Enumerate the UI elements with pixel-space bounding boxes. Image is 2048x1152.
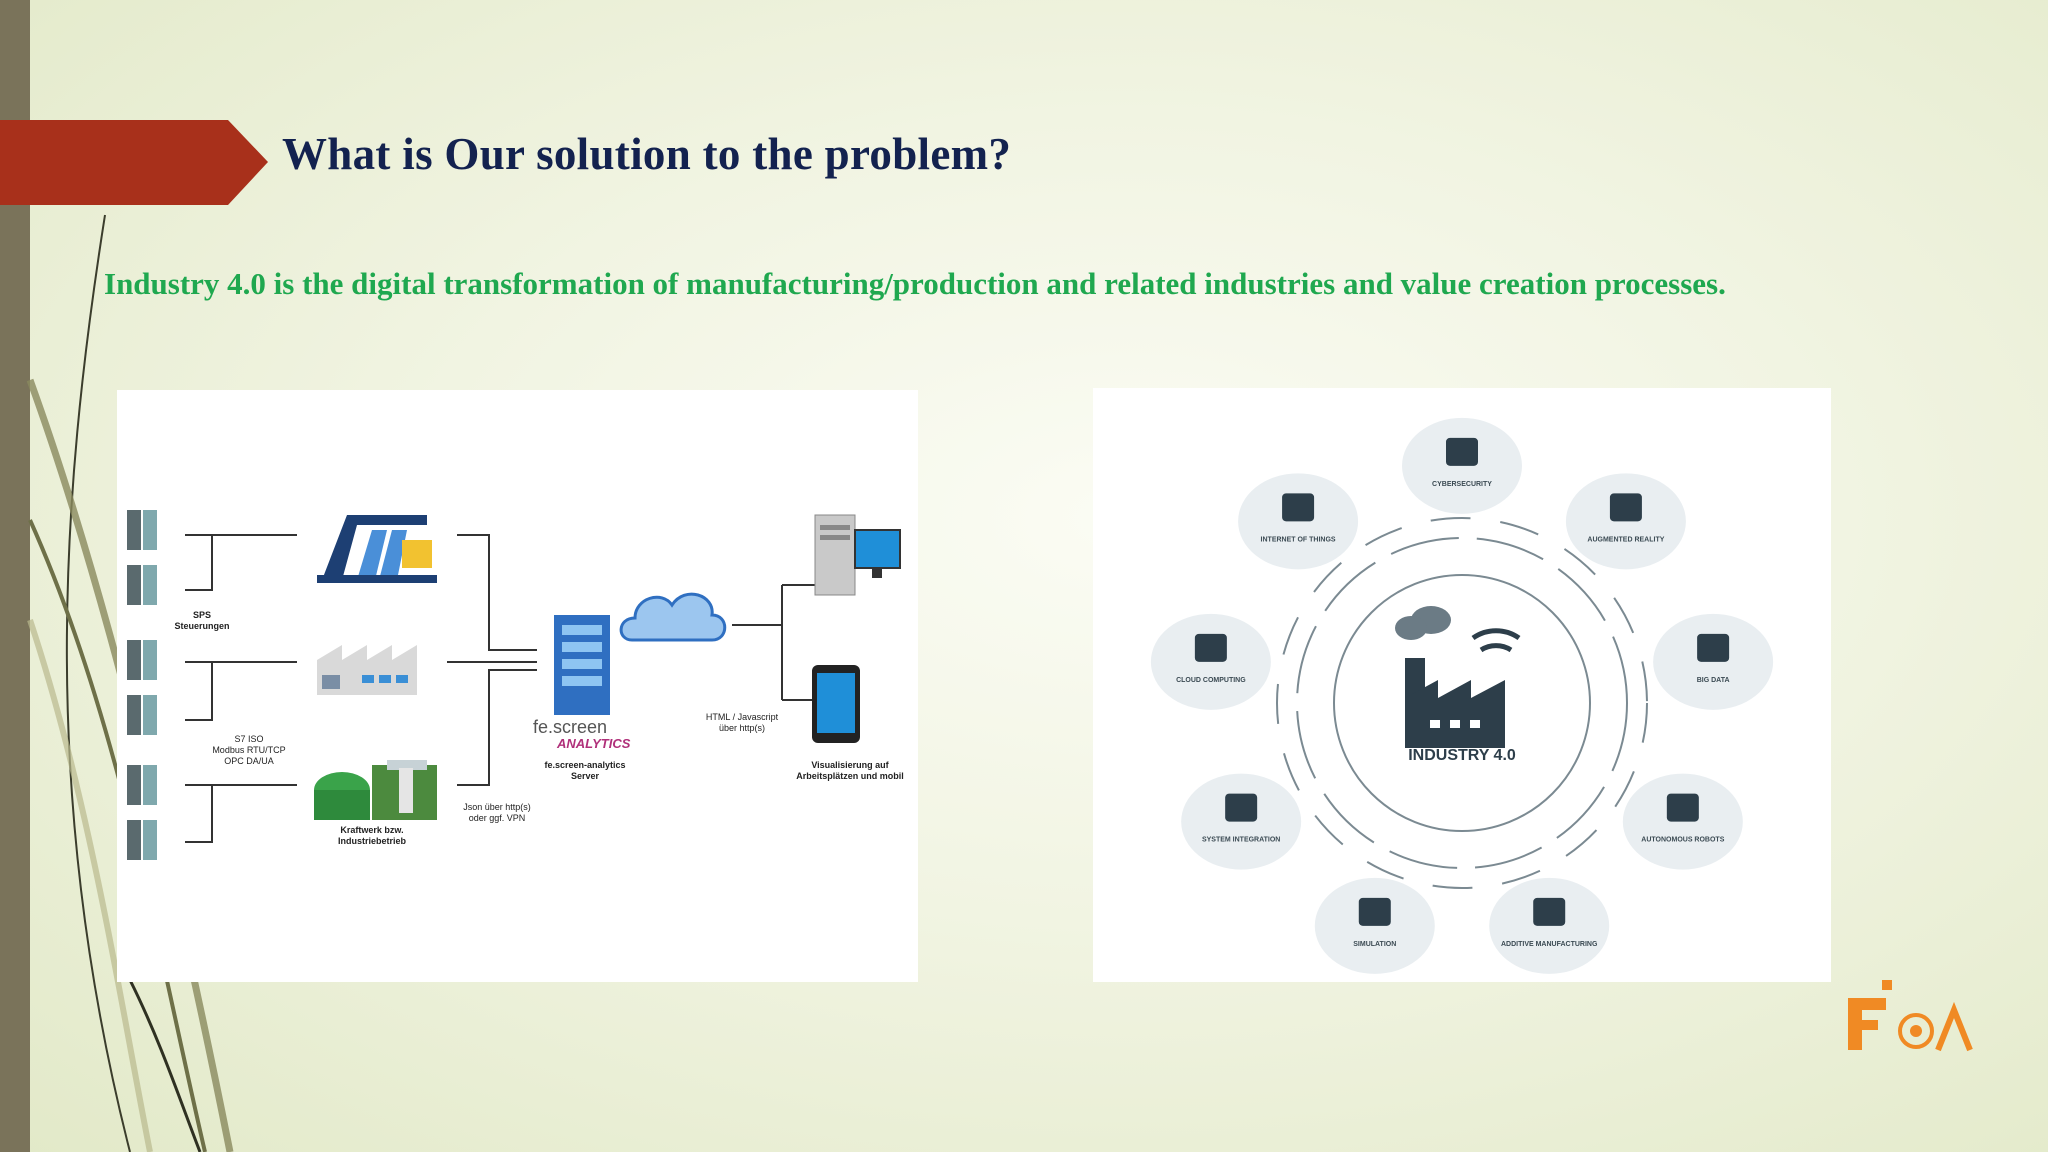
- node-label: AUTONOMOUS ROBOTS: [1641, 837, 1724, 844]
- industry-4-diagram: INDUSTRY 4.0 CYBERSECURITY AUGMENTED REAL…: [1093, 388, 1831, 982]
- factory-icon: [317, 645, 417, 695]
- node-label: ADDITIVE MANUFACTURING: [1501, 941, 1598, 948]
- label-kraftwerk: Kraftwerk bzw.Industriebetrieb: [338, 825, 407, 846]
- brand-analytics: ANALYTICS: [556, 736, 631, 751]
- brand-fe-screen: fe.screen: [533, 717, 607, 737]
- cloud-icon: [619, 592, 727, 642]
- ring-node-laptop: SIMULATION: [1314, 877, 1435, 974]
- server-rack-icon: [1697, 633, 1730, 662]
- server-icon: [554, 615, 610, 715]
- lock-icon: [1446, 437, 1478, 466]
- industry-center-label: INDUSTRY 4.0: [1408, 747, 1516, 764]
- node-label: CYBERSECURITY: [1432, 481, 1492, 488]
- ring-node-3d-printer: ADDITIVE MANUFACTURING: [1489, 877, 1610, 974]
- gear-icon: [1225, 793, 1258, 822]
- hydro-plant-icon: [317, 510, 437, 583]
- 3d-printer-icon: [1533, 897, 1566, 926]
- slide-title: What is Our solution to the problem?: [282, 129, 1012, 179]
- label-json: Json über http(s)oder ggf. VPN: [463, 802, 531, 823]
- ring-node-robot-arm: AUTONOMOUS ROBOTS: [1622, 773, 1743, 870]
- laptop-icon: [1358, 897, 1391, 926]
- vr-headset-icon: [1609, 493, 1642, 522]
- node-label: SIMULATION: [1353, 941, 1396, 948]
- cloud-icon: [1194, 633, 1227, 662]
- node-label: AUGMENTED REALITY: [1587, 536, 1664, 543]
- node-circle: [1238, 473, 1359, 570]
- iot-device-icon: [1282, 493, 1315, 522]
- foa-logo: [1848, 980, 1973, 1052]
- ring-node-iot-device: INTERNET OF THINGS: [1238, 473, 1359, 570]
- title-arrow-banner: [0, 120, 268, 205]
- node-label: BIG DATA: [1697, 677, 1730, 684]
- factory-center-icon: [1395, 606, 1521, 748]
- node-label: CLOUD COMPUTING: [1176, 677, 1246, 684]
- node-circle: [1565, 473, 1686, 570]
- ring-node-server-rack: BIG DATA: [1653, 613, 1774, 710]
- plc-devices: [127, 510, 157, 860]
- node-label: INTERNET OF THINGS: [1261, 536, 1336, 543]
- desktop-computer-icon: [814, 514, 901, 596]
- ring-node-cloud: CLOUD COMPUTING: [1150, 613, 1271, 710]
- power-plant-icon: [314, 760, 437, 820]
- node-label: SYSTEM INTEGRATION: [1202, 837, 1280, 844]
- ring-node-vr-headset: AUGMENTED REALITY: [1565, 473, 1686, 570]
- slide-subtitle: Industry 4.0 is the digital transformati…: [104, 266, 1726, 301]
- ring-node-gear: SYSTEM INTEGRATION: [1181, 773, 1302, 870]
- ring-node-lock: CYBERSECURITY: [1402, 417, 1522, 514]
- mobile-phone-icon: [812, 665, 860, 743]
- robot-arm-icon: [1666, 793, 1699, 822]
